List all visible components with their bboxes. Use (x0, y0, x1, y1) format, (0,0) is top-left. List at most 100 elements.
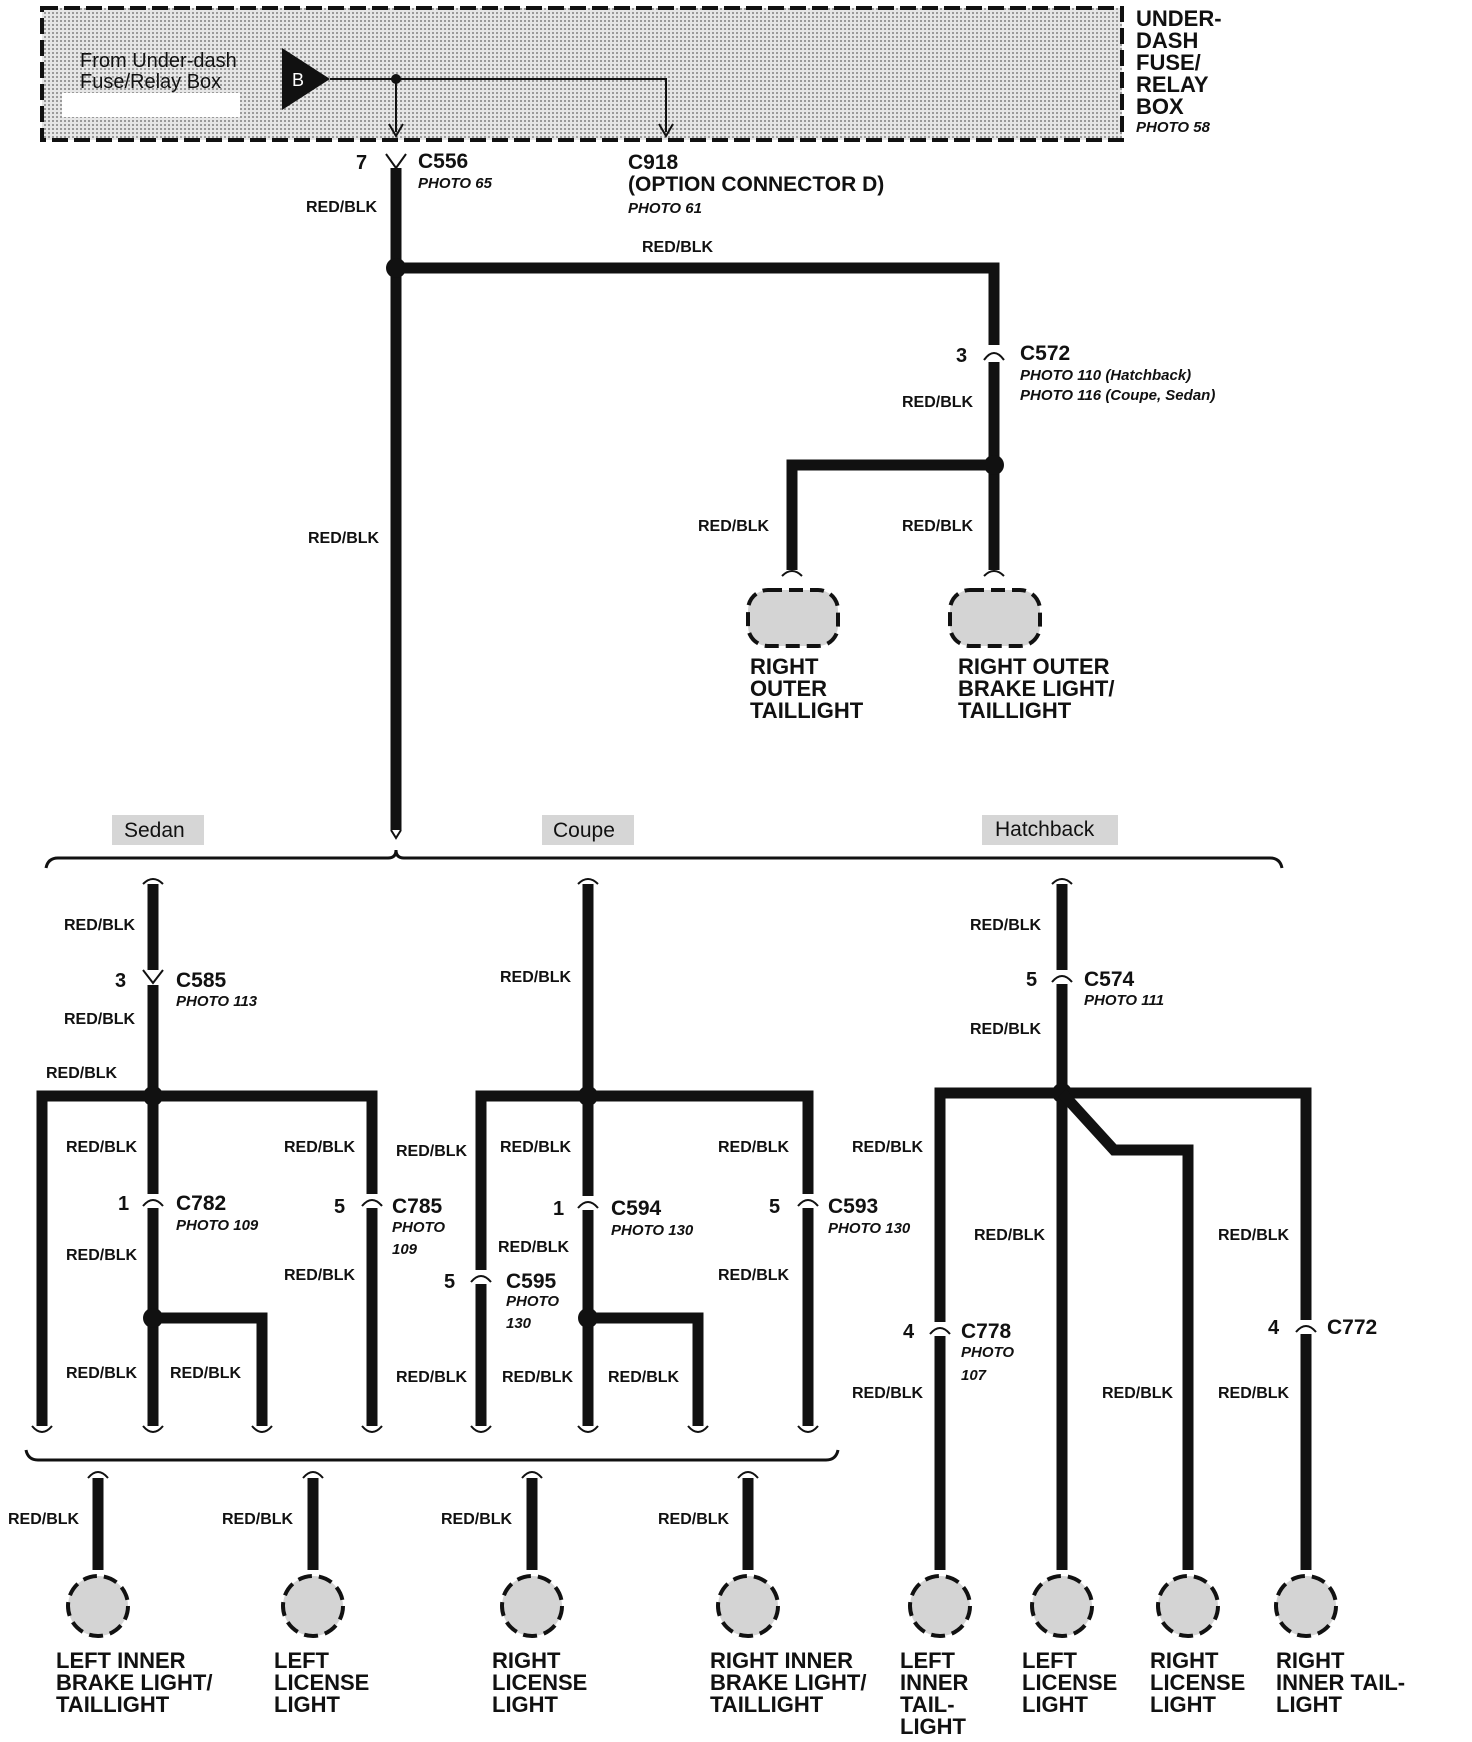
hb-right-license-label: LICENSE (1150, 1670, 1245, 1695)
c574-label: C574 (1084, 968, 1135, 991)
c593-pin: 5 (769, 1196, 780, 1218)
wire-label: RED/BLK (308, 530, 380, 547)
hb-right-inner-tail-bulb (1274, 1574, 1338, 1638)
variant-coupe-label: Coupe (553, 819, 615, 842)
wire-label: RED/BLK (970, 1021, 1042, 1038)
wire-label: RED/BLK (8, 1511, 80, 1528)
right-outer-brake-label: RIGHT OUTER (958, 654, 1110, 679)
c772-pin: 4 (1268, 1317, 1280, 1339)
hb-left-inner-tail-label: LEFT (900, 1648, 956, 1673)
c918-label: C918 (628, 151, 679, 174)
c778-photo: 107 (961, 1367, 987, 1384)
wire-label: RED/BLK (658, 1511, 730, 1528)
hb-right-inner-tail-label: LIGHT (1276, 1692, 1343, 1717)
c778-photo: PHOTO (961, 1344, 1014, 1361)
wire-label: RED/BLK (396, 1143, 468, 1160)
c556-photo: PHOTO 65 (418, 175, 493, 192)
c772-label: C772 (1327, 1316, 1377, 1339)
wire-label: RED/BLK (902, 518, 974, 535)
c778-pin: 4 (903, 1321, 915, 1343)
hb-left-inner-tail-label: LIGHT (900, 1714, 967, 1739)
wire-label: RED/BLK (306, 199, 378, 216)
variant-braces: Sedan Coupe Hatchback (24, 815, 1284, 1462)
wire-label: RED/BLK (1102, 1385, 1174, 1402)
wire-label: RED/BLK (66, 1247, 138, 1264)
top-wiring: 7 C556 PHOTO 65 C918 (OPTION CONNECTOR D… (306, 150, 1215, 840)
c782-label: C782 (176, 1192, 226, 1215)
wire-label: RED/BLK (64, 917, 136, 934)
hb-left-inner-tail-label: TAIL- (900, 1692, 955, 1717)
c572-pin: 3 (956, 345, 967, 367)
hb-left-inner-tail-bulb (908, 1574, 972, 1638)
variant-sedan-label: Sedan (124, 819, 185, 842)
c556-pin: 7 (356, 152, 367, 174)
fuse-source-line-1: From Under-dash (80, 50, 237, 72)
right-outer-brake-label: BRAKE LIGHT/ (958, 676, 1114, 701)
c595-pin: 5 (444, 1271, 455, 1293)
wire-label: RED/BLK (170, 1365, 242, 1382)
hb-left-inner-tail-label: INNER (900, 1670, 969, 1695)
hb-right-inner-tail-label: INNER TAIL- (1276, 1670, 1405, 1695)
right-outer-brake-label: TAILLIGHT (958, 698, 1072, 723)
wire-label: RED/BLK (500, 1139, 572, 1156)
c594-label: C594 (611, 1197, 662, 1220)
hb-left-license-bulb (1030, 1574, 1094, 1638)
wire-label: RED/BLK (852, 1385, 924, 1402)
c556-label: C556 (418, 150, 468, 173)
hb-right-inner-tail-label: RIGHT (1276, 1648, 1345, 1673)
fuse-title-4: RELAY (1136, 72, 1209, 97)
coupe-wiring: RED/BLK RED/BLK RED/BLK RED/BLK 1 C594 P… (396, 878, 911, 1433)
right-outer-taillight-label: RIGHT (750, 654, 819, 679)
hb-right-license-bulb (1156, 1574, 1220, 1638)
wire-label: RED/BLK (502, 1369, 574, 1386)
c785-photo: PHOTO (392, 1219, 445, 1236)
fuse-photo: PHOTO 58 (1136, 119, 1211, 136)
sc-left-license-label: LICENSE (274, 1670, 369, 1695)
c785-pin: 5 (334, 1196, 345, 1218)
variant-hatchback-label: Hatchback (995, 818, 1095, 841)
sedan-wiring: RED/BLK 3 C585 PHOTO 113 RED/BLK RED/BLK… (31, 878, 445, 1433)
fuse-title-3: FUSE/ (1136, 50, 1201, 75)
wire-label: RED/BLK (642, 239, 714, 256)
sedan-coupe-outputs: RED/BLK RED/BLK RED/BLK RED/BLK LEFT INN… (8, 1471, 866, 1717)
c574-pin: 5 (1026, 969, 1037, 991)
wire-label: RED/BLK (64, 1011, 136, 1028)
sc-right-inner-brake-label: RIGHT INNER (710, 1648, 853, 1673)
sc-right-inner-brake-label: BRAKE LIGHT/ (710, 1670, 866, 1695)
c782-pin: 1 (118, 1193, 129, 1215)
c782-photo: PHOTO 109 (176, 1217, 259, 1234)
wire-label: RED/BLK (66, 1139, 138, 1156)
c585-pin: 3 (115, 970, 126, 992)
right-outer-taillight-label: TAILLIGHT (750, 698, 864, 723)
right-outer-taillight-bulb (746, 588, 840, 648)
c593-label: C593 (828, 1195, 878, 1218)
c785-photo: 109 (392, 1241, 418, 1258)
sc-right-inner-brake-bulb (716, 1574, 780, 1638)
c593-photo: PHOTO 130 (828, 1220, 911, 1237)
wire-label: RED/BLK (284, 1139, 356, 1156)
hb-left-license-label: LEFT (1022, 1648, 1078, 1673)
wire-label: RED/BLK (698, 518, 770, 535)
sc-right-inner-brake-label: TAILLIGHT (710, 1692, 824, 1717)
wire-label: RED/BLK (66, 1365, 138, 1382)
wire-label: RED/BLK (718, 1267, 790, 1284)
under-dash-fuse-relay-box: From Under-dash Fuse/Relay Box B UNDER- … (40, 6, 1222, 142)
sc-left-inner-brake-label: TAILLIGHT (56, 1692, 170, 1717)
wire-label: RED/BLK (852, 1139, 924, 1156)
c572-photo-1: PHOTO 110 (Hatchback) (1020, 367, 1191, 384)
sc-left-license-label: LEFT (274, 1648, 330, 1673)
wire-label: RED/BLK (396, 1369, 468, 1386)
wire-label: RED/BLK (1218, 1227, 1290, 1244)
c785-label: C785 (392, 1195, 443, 1218)
sc-left-inner-brake-bulb (66, 1574, 130, 1638)
wire-label: RED/BLK (1218, 1385, 1290, 1402)
sc-right-license-label: LIGHT (492, 1692, 559, 1717)
wire-label: RED/BLK (500, 969, 572, 986)
c585-photo: PHOTO 113 (176, 993, 258, 1010)
c572-label: C572 (1020, 342, 1070, 365)
wire-label: RED/BLK (974, 1227, 1046, 1244)
c595-label: C595 (506, 1270, 557, 1293)
hb-left-license-label: LICENSE (1022, 1670, 1117, 1695)
fuse-title-1: UNDER- (1136, 6, 1222, 31)
